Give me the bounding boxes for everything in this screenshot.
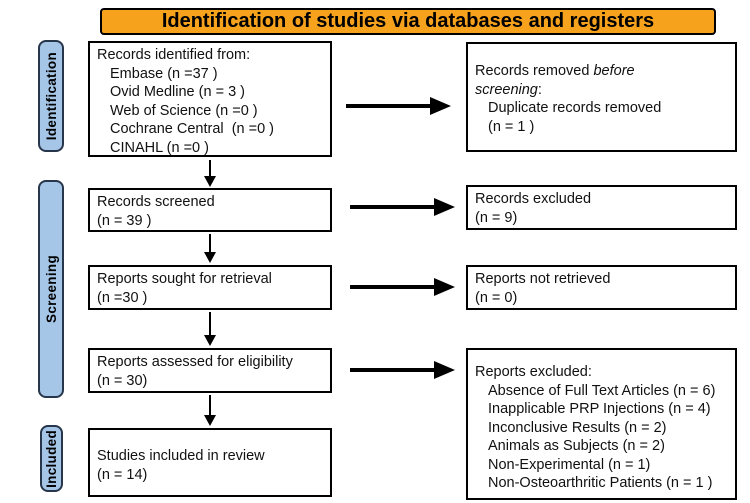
- studies-included-box: Studies included in review (n = 14): [88, 428, 332, 497]
- reports-excluded-item: Non-Experimental (n = 1): [488, 456, 651, 473]
- records-identified-title: Records identified from:: [97, 47, 251, 63]
- reports-assessed-box: Reports assessed for eligibility (n = 30…: [88, 348, 332, 393]
- records-identified-item: Ovid Medline (n = 3 ): [110, 84, 245, 100]
- stage-included-label: Included: [44, 429, 59, 488]
- studies-included-count: (n = 14): [97, 466, 148, 483]
- studies-included-label: Studies included in review: [97, 448, 265, 464]
- records-removed-italic: before: [593, 63, 635, 79]
- arrow-assessed-to-included-icon: [203, 395, 217, 426]
- stage-screening: Screening: [38, 180, 64, 398]
- arrow-assessed-to-reports-excluded-icon: [350, 361, 455, 379]
- reports-not-retrieved-label: Reports not retrieved: [475, 271, 611, 287]
- reports-excluded-item: Inapplicable PRP Injections (n = 4): [488, 401, 711, 417]
- reports-excluded-item: Inconclusive Results (n = 2): [488, 419, 667, 436]
- arrow-identified-to-screened-icon: [203, 160, 217, 187]
- arrow-screened-to-sought-icon: [203, 234, 217, 263]
- records-screened-count: (n = 39 ): [97, 212, 152, 229]
- records-excluded-count: (n = 9): [475, 209, 518, 226]
- records-identified-box: Records identified from: Embase (n =37 )…: [88, 41, 332, 157]
- reports-sought-label: Reports sought for retrieval: [97, 271, 272, 287]
- records-removed-title-line1: Records removed before: [475, 62, 731, 81]
- records-identified-item: Cochrane Central (n =0 ): [110, 121, 275, 137]
- records-removed-italic2: screening: [475, 81, 538, 98]
- stage-identification-label: Identification: [43, 51, 59, 141]
- records-removed-item: (n = 1 ): [488, 118, 535, 135]
- reports-excluded-title: Reports excluded:: [475, 364, 592, 380]
- records-excluded-box: Records excluded (n = 9): [466, 185, 737, 230]
- records-excluded-label: Records excluded: [475, 191, 592, 207]
- records-screened-box: Records screened (n = 39 ): [88, 188, 332, 232]
- reports-excluded-box: Reports excluded: Absence of Full Text A…: [466, 348, 737, 500]
- title-banner: Identification of studies via databases …: [100, 8, 716, 35]
- records-removed-title-line2: screening:: [475, 81, 731, 100]
- records-identified-item: Web of Science (n =0 ): [110, 102, 258, 119]
- records-identified-item: Embase (n =37 ): [110, 65, 218, 82]
- records-removed-plain: Records removed: [475, 63, 594, 79]
- records-identified-item: CINAHL (n =0 ): [110, 139, 209, 156]
- reports-excluded-item: Absence of Full Text Articles (n = 6): [488, 382, 716, 399]
- diagram-title: Identification of studies via databases …: [161, 10, 655, 32]
- reports-not-retrieved-box: Reports not retrieved (n = 0): [466, 265, 737, 310]
- reports-assessed-count: (n = 30): [97, 372, 148, 389]
- reports-excluded-item: Animals as Subjects (n = 2): [488, 438, 665, 454]
- stage-identification: Identification: [38, 40, 64, 152]
- arrow-identified-to-removed-icon: [346, 97, 451, 115]
- arrow-screened-to-excluded-icon: [350, 198, 455, 216]
- records-removed-box: Records removed before screening: Duplic…: [466, 42, 737, 152]
- arrow-sought-to-assessed-icon: [203, 312, 217, 346]
- records-removed-colon: :: [537, 81, 542, 98]
- reports-assessed-label: Reports assessed for eligibility: [97, 354, 293, 370]
- stage-included: Included: [40, 425, 63, 492]
- reports-sought-count: (n =30 ): [97, 289, 148, 306]
- reports-excluded-item: Non-Osteoarthritic Patients (n = 1 ): [488, 475, 713, 491]
- records-removed-item: Duplicate records removed: [488, 100, 662, 116]
- stage-screening-label: Screening: [43, 255, 59, 323]
- records-screened-label: Records screened: [97, 194, 215, 210]
- reports-not-retrieved-count: (n = 0): [475, 289, 518, 306]
- arrow-sought-to-not-retrieved-icon: [350, 278, 455, 296]
- reports-sought-box: Reports sought for retrieval (n =30 ): [88, 265, 332, 310]
